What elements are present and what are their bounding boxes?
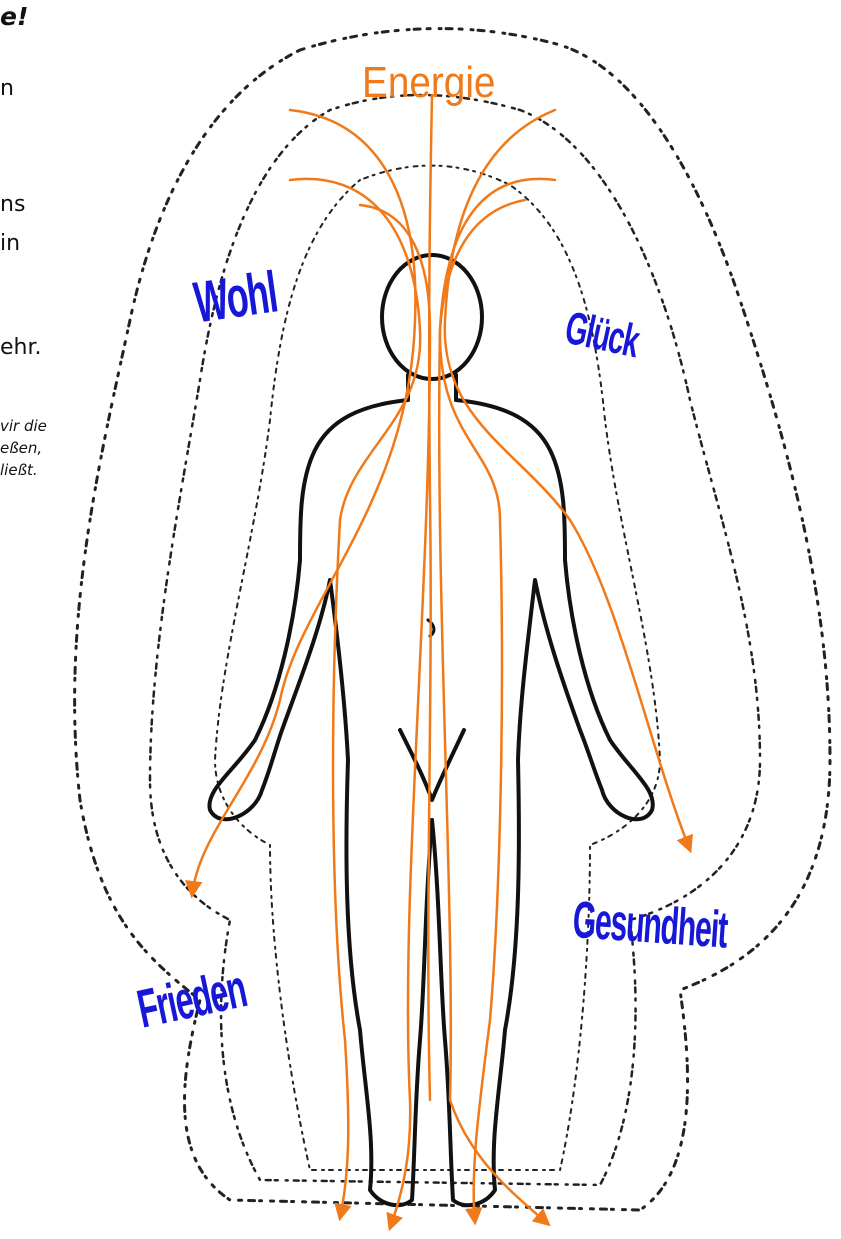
aura-rings [75,29,830,1210]
energy-line [290,179,420,1218]
head [382,255,482,379]
gesundheit-label: Gesundheit [571,890,729,961]
right-side-body [432,400,653,1205]
energy-label: Energie [362,58,495,108]
energy-line [428,95,432,1100]
outer-aura-ring [75,29,830,1210]
energy-line [440,179,555,1222]
wohl-label: Wohl [190,259,281,337]
energy-line [439,200,548,1224]
left-side-body [209,400,432,1205]
groin-line [400,730,464,800]
